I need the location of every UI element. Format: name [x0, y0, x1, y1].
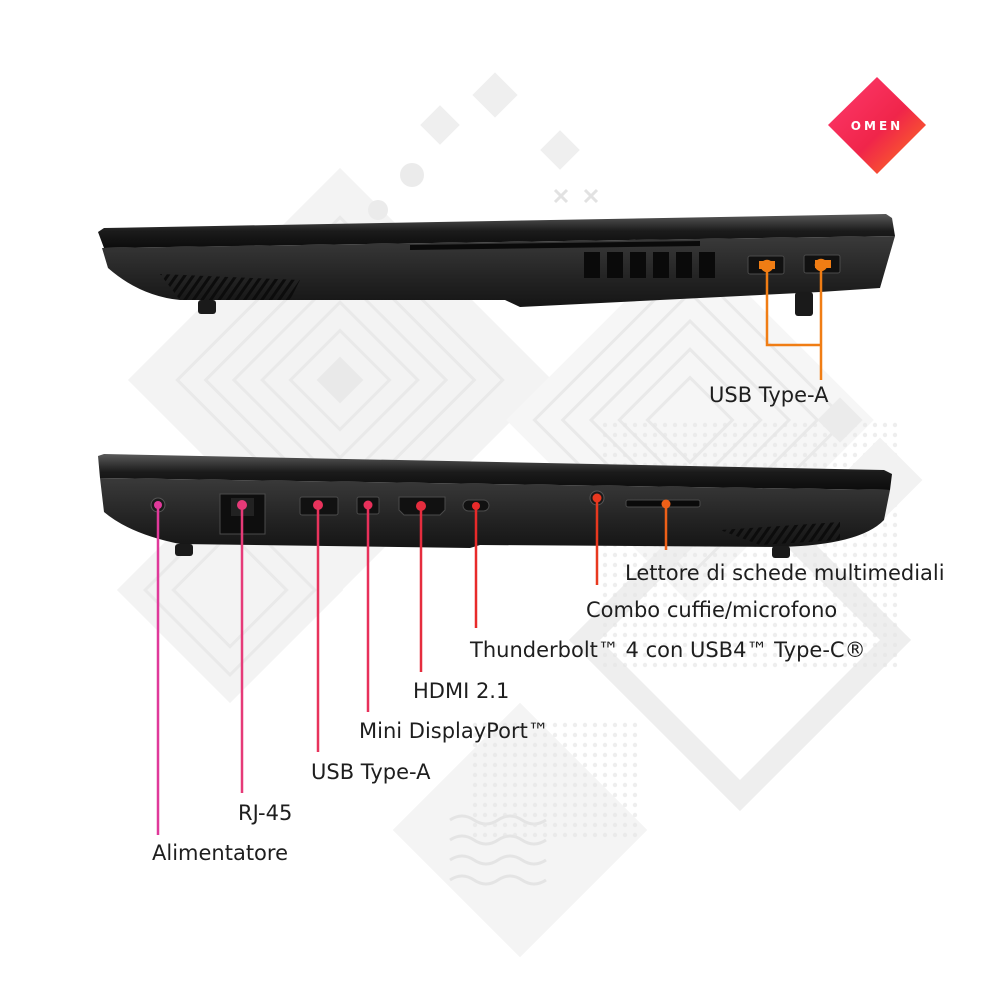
card-reader-slot	[625, 499, 701, 509]
power-label: Alimentatore	[152, 841, 288, 865]
usb-left-label: USB Type-A	[311, 760, 431, 784]
laptop-right-side: USB Type-A	[98, 214, 895, 407]
vent-slots	[584, 252, 715, 278]
thunderbolt-label: Thunderbolt™ 4 con USB4™ Type-C®	[469, 638, 866, 662]
usb-right-callout	[760, 258, 828, 380]
audio-combo-label: Combo cuffie/microfono	[586, 598, 837, 622]
logo-text: OMEN	[851, 119, 903, 133]
omen-logo: OMEN	[828, 77, 926, 174]
laptop-left-side: Lettore di schede multimediali Combo cuf…	[98, 454, 945, 865]
card-reader-label: Lettore di schede multimediali	[625, 561, 945, 585]
rj45-label: RJ-45	[238, 801, 292, 825]
callout-lines	[156, 498, 668, 835]
hdmi-label: HDMI 2.1	[413, 679, 509, 703]
mini-displayport-label: Mini DisplayPort™	[359, 719, 549, 743]
usb-right-label: USB Type-A	[709, 383, 829, 407]
